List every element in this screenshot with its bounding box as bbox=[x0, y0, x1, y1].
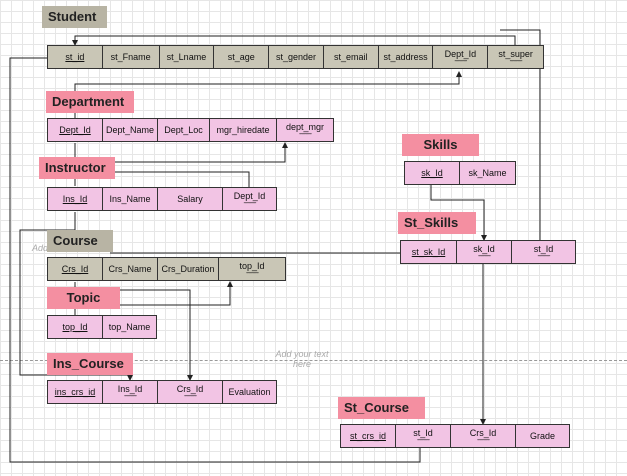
department-col-dept-mgr[interactable]: dept_mgr--------- bbox=[285, 122, 325, 138]
st-course-table[interactable]: st_crs_id st_Id--------- Crs_Id---------… bbox=[340, 424, 570, 448]
st-skills-col-st-sk-id[interactable]: st_sk_Id bbox=[401, 241, 457, 263]
ins-course-col-ins-id[interactable]: Ins_Id--------- bbox=[103, 381, 158, 403]
course-table[interactable]: Crs_Id Crs_Name Crs_Duration top_Id-----… bbox=[47, 257, 286, 281]
student-col-st-id[interactable]: st_id bbox=[48, 46, 103, 68]
st-course-col-crs-id[interactable]: Crs_Id--------- bbox=[451, 425, 516, 447]
line-skills-stskills bbox=[430, 185, 487, 241]
line-student-stcourse bbox=[9, 57, 421, 463]
student-col-st-age[interactable]: st_age bbox=[214, 46, 270, 68]
st-course-table-title: St_Course bbox=[338, 397, 425, 419]
ins-course-col-ins-crs-id[interactable]: ins_crs_id bbox=[48, 381, 103, 403]
student-col-st-gender[interactable]: st_gender bbox=[269, 46, 324, 68]
line-stskills-student bbox=[500, 29, 541, 240]
line-topic-course bbox=[74, 281, 233, 315]
line-ins-inscourse bbox=[19, 212, 133, 381]
student-col-dept-id[interactable]: Dept_Id--------- bbox=[433, 46, 489, 68]
st-course-col-grade[interactable]: Grade bbox=[529, 431, 555, 441]
student-table[interactable]: st_id st_Fname st_Lname st_age st_gender… bbox=[47, 45, 544, 69]
student-table-title: Student bbox=[42, 6, 107, 28]
instructor-col-ins-id[interactable]: Ins_Id bbox=[48, 188, 103, 210]
instructor-table-title: Instructor bbox=[39, 157, 115, 179]
department-col-dept-loc[interactable]: Dept_Loc bbox=[158, 119, 210, 141]
topic-table-title: Topic bbox=[47, 287, 120, 309]
skills-table-title: Skills bbox=[402, 134, 479, 156]
department-col-dept-name[interactable]: Dept_Name bbox=[103, 119, 158, 141]
course-col-crs-id[interactable]: Crs_Id bbox=[48, 258, 103, 280]
ins-course-col-crs-id[interactable]: Crs_Id--------- bbox=[158, 381, 223, 403]
student-col-st-email[interactable]: st_email bbox=[324, 46, 379, 68]
topic-col-top-id[interactable]: top_Id bbox=[48, 316, 103, 338]
course-col-crs-duration[interactable]: Crs_Duration bbox=[158, 258, 219, 280]
topic-table[interactable]: top_Id top_Name bbox=[47, 315, 157, 339]
line-st-super bbox=[72, 35, 516, 46]
department-table-title: Department bbox=[46, 91, 134, 113]
department-table[interactable]: Dept_Id Dept_Name Dept_Loc mgr_hiredate … bbox=[47, 118, 334, 142]
ins-course-table-title: Ins_Course bbox=[47, 353, 133, 375]
student-col-st-fname[interactable]: st_Fname bbox=[103, 46, 160, 68]
st-skills-col-st-id[interactable]: st_Id--------- bbox=[533, 244, 554, 260]
st-course-col-st-crs-id[interactable]: st_crs_id bbox=[341, 425, 396, 447]
st-skills-table-title: St_Skills bbox=[398, 212, 476, 234]
skills-col-sk-id[interactable]: sk_Id bbox=[405, 162, 460, 184]
ghost-text-placeholder[interactable]: Add your text here bbox=[275, 349, 329, 369]
page-divider bbox=[0, 360, 627, 361]
student-col-st-address[interactable]: st_address bbox=[379, 46, 434, 68]
department-col-mgr-hiredate[interactable]: mgr_hiredate bbox=[210, 119, 277, 141]
ghost-text-partial: Add bbox=[32, 243, 49, 253]
student-col-st-super[interactable]: st_super--------- bbox=[498, 49, 533, 65]
department-col-dept-id[interactable]: Dept_Id bbox=[48, 119, 103, 141]
instructor-col-dept-id[interactable]: Dept_Id--------- bbox=[233, 191, 266, 207]
instructor-col-ins-name[interactable]: Ins_Name bbox=[103, 188, 158, 210]
ins-course-table[interactable]: ins_crs_id Ins_Id--------- Crs_Id-------… bbox=[47, 380, 277, 404]
instructor-col-salary[interactable]: Salary bbox=[158, 188, 223, 210]
student-col-st-lname[interactable]: st_Lname bbox=[160, 46, 215, 68]
st-skills-table[interactable]: st_sk_Id sk_Id--------- st_Id--------- bbox=[400, 240, 576, 264]
ins-course-col-evaluation[interactable]: Evaluation bbox=[228, 387, 271, 397]
st-skills-col-sk-id[interactable]: sk_Id--------- bbox=[457, 241, 512, 263]
instructor-table[interactable]: Ins_Id Ins_Name Salary Dept_Id--------- bbox=[47, 187, 277, 211]
skills-table[interactable]: sk_Id sk_Name bbox=[404, 161, 516, 185]
line-course-inscourse bbox=[74, 282, 193, 381]
course-col-crs-name[interactable]: Crs_Name bbox=[103, 258, 158, 280]
course-table-title: Course bbox=[47, 230, 113, 252]
topic-col-top-name[interactable]: top_Name bbox=[108, 322, 151, 332]
course-col-top-id[interactable]: top_Id--------- bbox=[239, 261, 265, 277]
skills-col-sk-name[interactable]: sk_Name bbox=[468, 168, 507, 178]
st-course-col-st-id[interactable]: st_Id--------- bbox=[396, 425, 451, 447]
